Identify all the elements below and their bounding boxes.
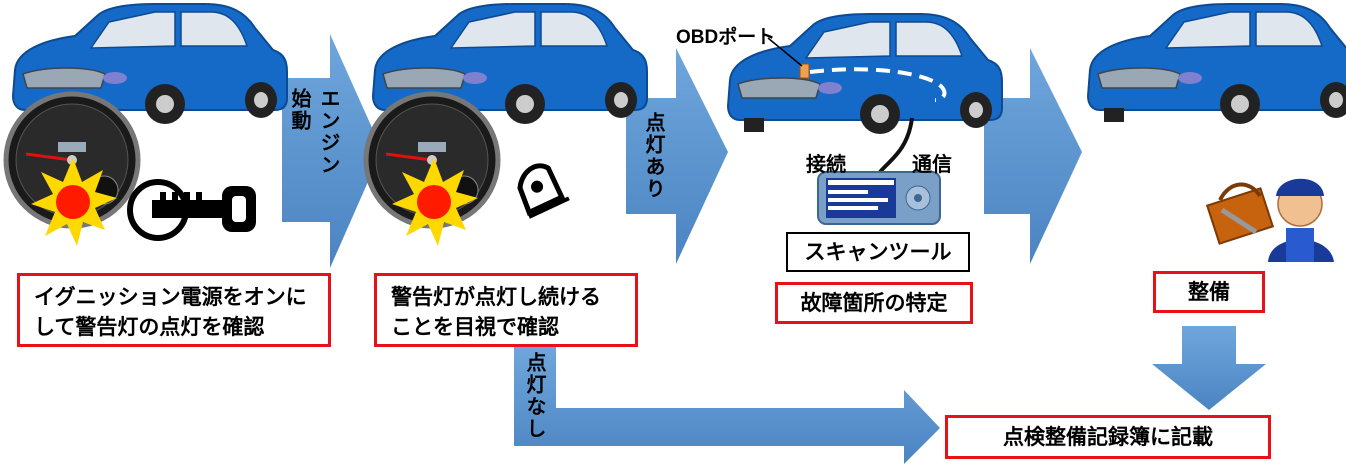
scan-tool-label: スキャンツール <box>786 232 970 272</box>
tool-cable <box>878 117 914 174</box>
step-identify-fault: 故障箇所の特定 <box>775 282 973 324</box>
step-visual-check: 警告灯が点灯し続ける ことを目視で確認 <box>374 273 638 347</box>
step-ignition-check: イグニッション電源をオンに して警告灯の点灯を確認 <box>17 273 331 347</box>
arrow-to-repair <box>984 48 1082 264</box>
communicate-label: 通信 <box>912 152 952 176</box>
arrow-label-lit: 点灯あり <box>642 112 666 200</box>
obd-port-label: OBDポート <box>676 27 776 48</box>
obd-pointer-line <box>767 37 803 67</box>
obd-cable <box>809 67 947 102</box>
arrow-label-not-lit: 点灯なし <box>523 352 547 440</box>
step-record: 点検整備記録簿に記載 <box>945 415 1271 459</box>
arrow-lit <box>626 48 728 264</box>
connect-label: 接続 <box>806 152 846 176</box>
engine-check-icon <box>517 163 570 219</box>
scan-tool-icon <box>817 171 941 225</box>
arrow-down-record <box>1152 326 1266 410</box>
step-repair: 整備 <box>1153 271 1265 313</box>
ignition-key-icon <box>127 179 256 241</box>
mechanic-icon <box>1205 178 1334 262</box>
arrow-engine-start <box>282 34 382 268</box>
arrow-not-lit <box>514 346 940 464</box>
obd-port-marker <box>799 63 810 79</box>
arrow-label-engine-start: エンジン 始動 <box>288 88 341 176</box>
